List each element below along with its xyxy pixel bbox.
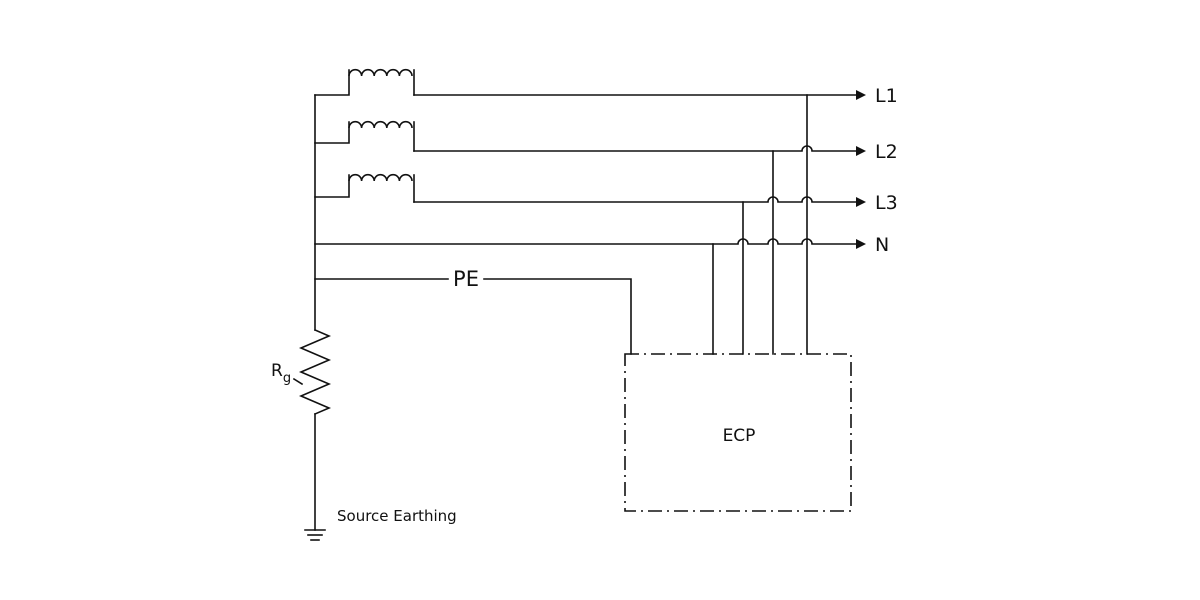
arrow-l2-icon (856, 146, 866, 156)
arrow-l1-icon (856, 90, 866, 100)
label-l1: L1 (875, 85, 898, 107)
resistor-rg (298, 328, 332, 416)
transformer-winding-l2 (314, 120, 415, 152)
transformer-winding-l3 (314, 173, 415, 203)
resistor-label-main: R (271, 361, 283, 381)
resistor-label: Rg (271, 361, 291, 386)
transformer-winding-l1 (314, 68, 415, 96)
label-n: N (875, 234, 889, 256)
source-earthing-label: Source Earthing (337, 507, 457, 525)
ecp-label: ECP (723, 426, 756, 446)
label-l2: L2 (875, 141, 898, 163)
arrow-n-icon (856, 239, 866, 249)
pe-label: PE (453, 267, 479, 291)
conductor-l3 (413, 196, 863, 203)
pe-conductor-right (483, 278, 632, 355)
resistor-label-leader (292, 377, 304, 386)
arrow-l3-icon (856, 197, 866, 207)
conductor-l2 (413, 145, 863, 152)
ecp-enclosure (624, 353, 852, 512)
resistor-label-subscript: g (283, 371, 291, 386)
label-l3: L3 (875, 192, 898, 214)
earth-ground-icon (304, 529, 326, 541)
conductor-neutral (314, 238, 863, 245)
